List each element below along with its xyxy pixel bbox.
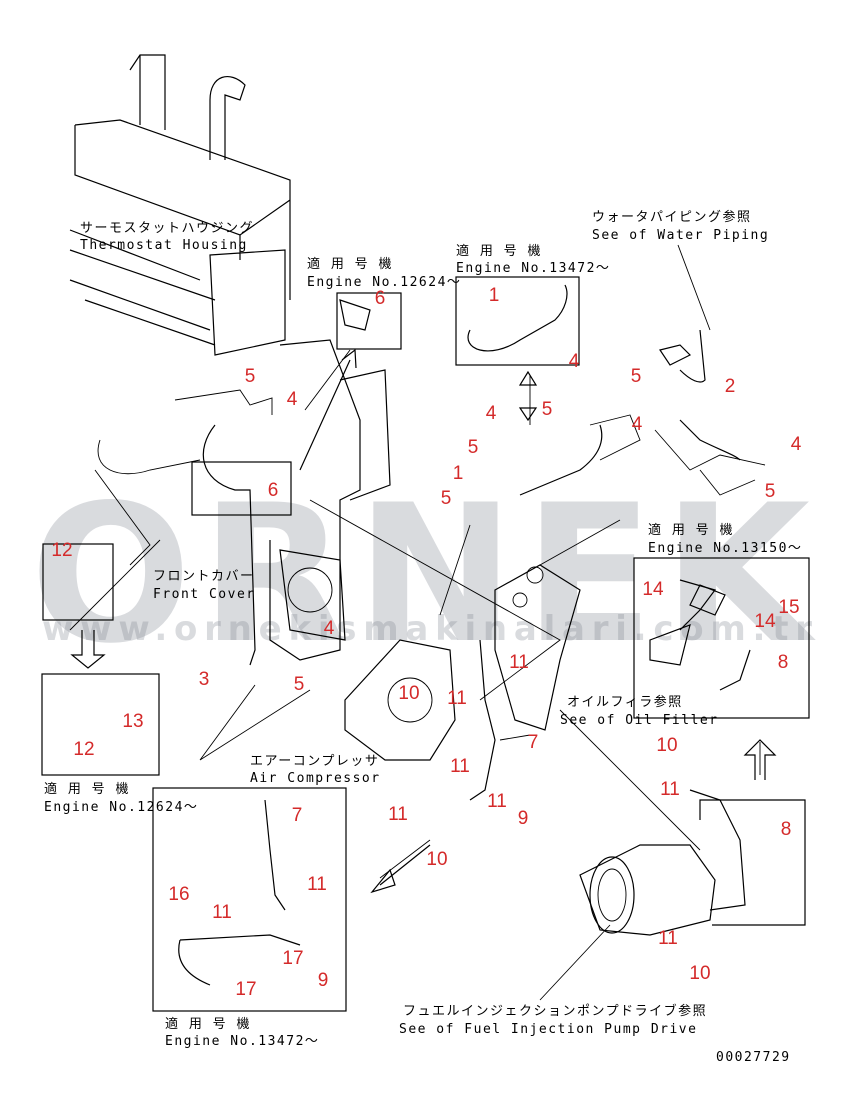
callout-5: 5 <box>441 488 452 509</box>
arrows <box>70 348 777 894</box>
engine-no-label-jp: 適 用 号 機 <box>456 243 542 259</box>
pipes-drawing <box>178 284 751 986</box>
callout-10: 10 <box>689 963 710 984</box>
callout-14: 14 <box>754 611 776 632</box>
callout-5: 5 <box>631 366 642 387</box>
callout-11: 11 <box>388 804 408 825</box>
engine-no-label-jp: 適 用 号 機 <box>44 781 130 797</box>
callout-16: 16 <box>168 884 189 905</box>
callout-2: 2 <box>725 376 736 397</box>
callout-7: 7 <box>292 805 303 826</box>
water-piping-label-en: See of Water Piping <box>592 228 769 243</box>
callout-11: 11 <box>487 791 507 812</box>
engine-no-label-en: Engine No.13150～ <box>648 541 802 556</box>
callout-4: 4 <box>632 414 643 435</box>
fuel-pump-label-en: See of Fuel Injection Pump Drive <box>399 1022 697 1037</box>
callout-6: 6 <box>375 288 386 309</box>
callout-4: 4 <box>324 618 335 639</box>
callout-11: 11 <box>450 756 470 777</box>
thermostat-label-en: Thermostat Housing <box>80 238 248 253</box>
callout-numbers: 1 4 5 4 6 6 5 2 5 4 4 4 5 1 5 5 12 14 15… <box>51 285 801 1000</box>
callout-12: 12 <box>73 739 94 760</box>
callout-5: 5 <box>245 366 256 387</box>
callout-8: 8 <box>778 652 789 673</box>
callout-10: 10 <box>398 683 419 704</box>
leader-lines <box>69 244 766 1001</box>
callout-11: 11 <box>660 779 680 800</box>
callout-9: 9 <box>518 808 529 829</box>
callout-11: 11 <box>509 652 529 673</box>
engine-block-drawing <box>69 54 391 661</box>
fuel-pump-label-jp: フュエルインジェクションポンプドライブ参照 <box>403 1003 707 1019</box>
watermark-brand: ORNEK <box>30 464 816 685</box>
callout-15: 15 <box>778 597 799 618</box>
arrow-icon <box>370 844 431 894</box>
box-engine-13472 <box>455 276 580 366</box>
callout-1: 1 <box>453 463 464 484</box>
callout-5: 5 <box>765 481 776 502</box>
front-cover-label-en: Front Cover <box>153 587 256 602</box>
callout-13: 13 <box>122 711 143 732</box>
box-clamp <box>191 461 292 516</box>
callout-7: 7 <box>528 732 539 753</box>
callout-6: 6 <box>268 480 279 501</box>
air-compressor-label-en: Air Compressor <box>250 771 381 786</box>
engine-no-label-en: Engine No.12624～ <box>44 800 198 815</box>
text-labels: サーモスタットハウジング Thermostat Housing 適 用 号 機 … <box>44 209 802 1065</box>
box-engine-13472-lower <box>152 787 347 1012</box>
callout-5: 5 <box>542 399 553 420</box>
callout-4: 4 <box>486 403 497 424</box>
engine-no-label-en: Engine No.13472～ <box>165 1034 319 1049</box>
engine-no-label-jp: 適 用 号 機 <box>165 1016 251 1032</box>
arrow-icon <box>518 370 538 422</box>
box-bolt-13 <box>41 673 160 776</box>
callout-11: 11 <box>447 688 467 709</box>
callout-10: 10 <box>426 849 447 870</box>
callout-4: 4 <box>569 351 580 372</box>
box-engine-12624 <box>336 292 402 350</box>
water-piping-label-jp: ウォータパイピング参照 <box>592 209 752 225</box>
watermark-url: www.ornekismakinalari.com.tr <box>42 609 812 649</box>
engine-no-label-en: Engine No.12624～ <box>307 275 461 290</box>
callout-17: 17 <box>282 948 303 969</box>
components-drawing <box>339 299 726 936</box>
air-compressor-label-jp: エアーコンプレッサ <box>250 754 379 769</box>
callout-11: 11 <box>212 902 232 923</box>
callout-11: 11 <box>307 874 327 895</box>
detail-boxes <box>41 276 810 1012</box>
thermostat-label-jp: サーモスタットハウジング <box>80 221 254 236</box>
arrow-icon <box>743 739 777 780</box>
oil-filler-label-jp: オイルフィラ参照 <box>567 694 683 710</box>
callout-17: 17 <box>235 979 256 1000</box>
arrow-icon <box>299 348 357 471</box>
box-engine-13150 <box>633 557 810 719</box>
callout-10: 10 <box>656 735 677 756</box>
engine-no-label-en: Engine No.13472～ <box>456 261 610 276</box>
arrow-icon <box>70 630 106 669</box>
callout-4: 4 <box>287 389 298 410</box>
front-cover-label-jp: フロントカバー <box>153 569 255 584</box>
callout-14: 14 <box>642 579 664 600</box>
engine-no-label-jp: 適 用 号 機 <box>648 522 734 538</box>
box-bolt-12 <box>42 543 114 621</box>
engine-no-label-jp: 適 用 号 機 <box>307 256 393 272</box>
callout-3: 3 <box>199 669 210 690</box>
callout-4: 4 <box>791 434 802 455</box>
callout-5: 5 <box>468 437 479 458</box>
callout-5: 5 <box>294 674 305 695</box>
callout-11: 11 <box>658 928 678 949</box>
callout-12: 12 <box>51 540 72 561</box>
callout-9: 9 <box>318 970 329 991</box>
drawing-number: 00027729 <box>716 1050 791 1065</box>
oil-filler-label-en: See of Oil Filler <box>560 713 719 728</box>
callout-1: 1 <box>489 285 500 306</box>
watermark: ORNEK www.ornekismakinalari.com.tr <box>30 464 816 685</box>
callout-8: 8 <box>781 819 792 840</box>
box-pipe-8 <box>699 799 806 926</box>
